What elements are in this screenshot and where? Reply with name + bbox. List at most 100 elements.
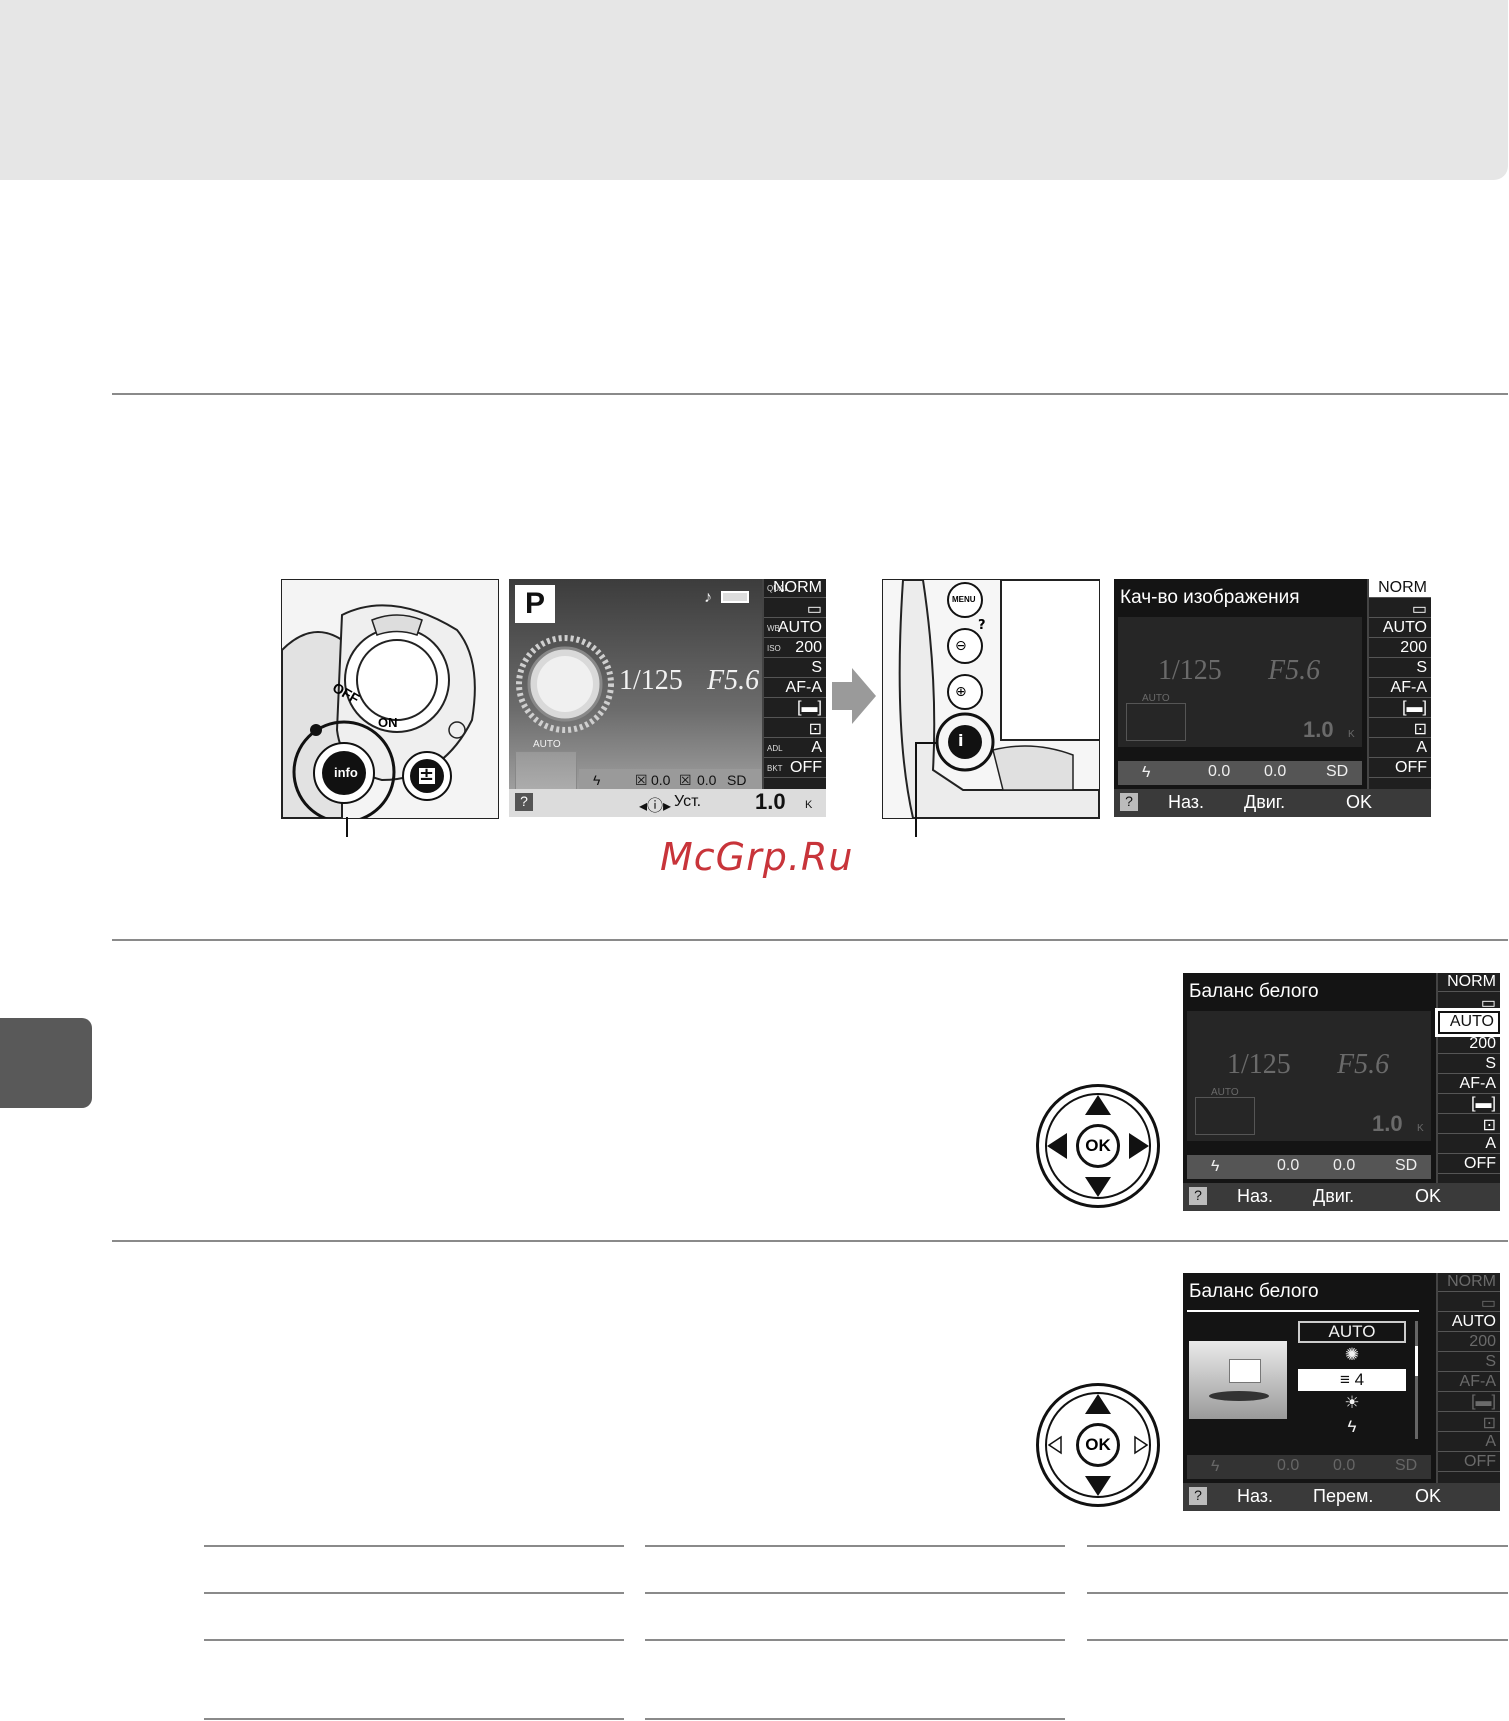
section-divider (112, 939, 1508, 941)
scrollbar-thumb[interactable] (1415, 1346, 1418, 1376)
settings-column: NORM ▭ AUTO 200 S AF-A [▬] ⊡ A OFF (1367, 579, 1431, 789)
af-area-mode-row[interactable]: [▬] (1438, 1095, 1500, 1114)
flash-icon: ϟ (593, 772, 601, 788)
menu-button-label[interactable]: MENU (952, 595, 976, 604)
image-quality-row[interactable]: NORM (1369, 579, 1431, 598)
af-area-mode-row[interactable]: [▬] (1369, 699, 1431, 718)
white-balance-display: Баланс белого 1/125 F5.6 AUTO 1.0 K ϟ 0.… (1183, 973, 1500, 1211)
flash-comp-value: 0.0 (697, 772, 717, 788)
exposure-comp-icon[interactable]: ± (419, 764, 435, 785)
zoom-in-icon[interactable]: ⊕ (955, 684, 967, 700)
back-label: Наз. (1168, 792, 1205, 812)
multi-selector[interactable]: OK (1036, 1383, 1160, 1507)
iso-row: 200 (1438, 1333, 1500, 1352)
adl-row[interactable]: A (1438, 1135, 1500, 1154)
camera-back-illustration: MENU ? ⊖ ⊕ i (882, 579, 1100, 819)
zoom-out-icon[interactable]: ⊖ (955, 638, 967, 654)
metering-row[interactable]: ⊡ (764, 719, 826, 738)
image-size-row[interactable]: ▭ (1369, 599, 1431, 618)
information-display: P ♪ 1/125 F5.6 AUTO ϟ ☒ 0.0 ☒ 0.0 SD QUA… (509, 579, 826, 817)
exposure-comp-value: 0.0 (651, 772, 671, 788)
camera-top-drawing (282, 604, 476, 818)
image-size-row[interactable]: ▭ (1438, 993, 1500, 1012)
help-icon: ? (1189, 1187, 1207, 1205)
af-area-mode-row[interactable]: [▬] (764, 699, 826, 718)
power-on-label: ON (378, 715, 398, 730)
flash-icon: ϟ (1142, 764, 1151, 781)
adl-row[interactable]: A (1369, 739, 1431, 758)
settings-column: NORM ▭ AUTO 200 S AF-A [▬] ⊡ A OFF (1435, 973, 1500, 1183)
metering-icon: ⊡ (1482, 1415, 1496, 1432)
mode-p-icon: P (515, 585, 555, 623)
set-label: Уст. (674, 793, 702, 810)
wb-row[interactable]: AUTO (1369, 619, 1431, 638)
focus-mode-row[interactable]: AF-A (1369, 679, 1431, 698)
bracketing-row[interactable]: OFF (1438, 1155, 1500, 1174)
af-area-indicator (1126, 703, 1186, 741)
right-arrow-icon (1134, 1435, 1149, 1455)
ok-button[interactable]: OK (1076, 1124, 1120, 1168)
image-quality-display: Кач-во изображения 1/125 F5.6 AUTO 1.0 K… (1114, 579, 1431, 817)
af-area-icon: [▬] (1471, 1393, 1496, 1410)
table-rule (204, 1718, 624, 1720)
release-mode-row[interactable]: S (1438, 1055, 1500, 1074)
table-rule (645, 1592, 1065, 1594)
info-icon[interactable]: info (334, 765, 358, 780)
beep-icon: ♪ (704, 589, 712, 606)
bracketing-row[interactable]: OFF (1369, 759, 1431, 778)
wb-option-incandescent[interactable]: ✺ (1344, 1345, 1360, 1364)
preview-thumbnail (1189, 1341, 1287, 1419)
metering-icon: ⊡ (1413, 721, 1427, 738)
iso-row[interactable]: 200 (1369, 639, 1431, 658)
callout-line (346, 817, 348, 837)
bottom-bar: ? Наз. Двиг. OK (1183, 1183, 1500, 1211)
picture-control-value: SD (1395, 1457, 1418, 1474)
aperture-value: F5.6 (1268, 655, 1321, 686)
wb-option-flash[interactable]: ϟ (1347, 1417, 1357, 1436)
table-rule (204, 1545, 624, 1547)
metering-row: ⊡ (1438, 1413, 1500, 1432)
focus-mode-row[interactable]: AF-A (1438, 1075, 1500, 1094)
af-area-icon: [▬] (1471, 1095, 1496, 1112)
dimmed-preview: 1/125 F5.6 AUTO 1.0 K (1118, 617, 1362, 747)
scrollbar[interactable] (1415, 1321, 1418, 1439)
image-size-row[interactable]: ▭ (764, 599, 826, 618)
bottom-bar: ? ◂ⓘ▸ Уст. 1.0 K (509, 789, 826, 817)
wb-option-fluorescent[interactable]: ≡ 4 (1298, 1369, 1406, 1391)
help-icon: ? (1189, 1487, 1207, 1505)
metering-row[interactable]: ⊡ (1438, 1115, 1500, 1134)
shutter-speed: 1/125 (619, 665, 683, 696)
release-mode-row[interactable]: S (764, 659, 826, 678)
header-band (0, 0, 1508, 180)
multi-selector-arrows (1047, 1394, 1149, 1496)
metering-row[interactable]: ⊡ (1369, 719, 1431, 738)
table-rule (645, 1639, 1065, 1641)
bracketing-row: OFF (1438, 1453, 1500, 1472)
focus-mode-row[interactable]: AF-A (764, 679, 826, 698)
i-button-icon[interactable]: i (958, 731, 964, 750)
ok-button[interactable]: OK (1076, 1423, 1120, 1467)
arrow-right-icon (832, 668, 876, 724)
aperture-dial-icon (516, 635, 614, 733)
wb-option-auto[interactable]: AUTO (1298, 1321, 1406, 1343)
settings-column: NORM ▭ AUTO 200 S AF-A [▬] ⊡ A OFF (1436, 1273, 1500, 1483)
picture-control-value: SD (1395, 1157, 1418, 1174)
exposure-comp-icon: ☒ (635, 772, 648, 788)
battery-icon (721, 591, 749, 603)
metering-icon: ⊡ (808, 721, 822, 738)
exposure-comp-value: 0.0 (1277, 1157, 1300, 1174)
release-mode-row[interactable]: S (1369, 659, 1431, 678)
multi-selector[interactable]: OK (1036, 1084, 1160, 1208)
image-quality-row[interactable]: NORM (1438, 973, 1500, 992)
wb-option-daylight[interactable]: ☀ (1344, 1393, 1360, 1412)
screen-title: Кач-во изображения (1120, 587, 1300, 608)
table-rule (645, 1545, 1065, 1547)
wb-row[interactable]: AUTO (1438, 1313, 1500, 1332)
wb-row[interactable]: AUTO (1435, 1008, 1500, 1037)
iso-row[interactable]: 200 (1438, 1035, 1500, 1054)
